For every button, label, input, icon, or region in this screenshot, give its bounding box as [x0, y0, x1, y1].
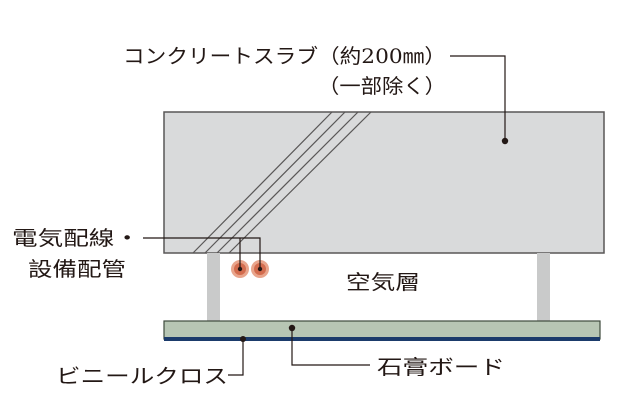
slab-leader-dot — [501, 137, 509, 145]
right-joist — [537, 253, 550, 321]
wiring-label-line1: 電気配線・ — [12, 226, 140, 250]
vinyl-cloth-layer — [164, 337, 600, 341]
gypsum-board-label: 石膏ボード — [377, 355, 505, 379]
wiring-leader-dot-right — [257, 266, 263, 272]
vinyl-cloth-leader-dot — [240, 336, 246, 342]
vinyl-cloth-label: ビニールクロス — [56, 364, 228, 388]
left-joist — [207, 253, 220, 321]
wiring-label-line2: 設備配管 — [28, 257, 126, 281]
gypsum-board-leader-dot — [288, 324, 296, 332]
concrete-slab — [163, 111, 605, 254]
slab-label-line1: コンクリートスラブ（約200㎜） — [123, 44, 446, 68]
air-layer-label: 空気層 — [346, 270, 420, 294]
slab-hatch — [192, 111, 372, 254]
wiring-leader — [143, 237, 261, 269]
gypsum-board — [163, 320, 601, 340]
vinyl-cloth-leader — [228, 339, 244, 376]
slab-label-line2: （一部除く） — [318, 74, 446, 98]
slab-leader — [450, 55, 506, 141]
wiring-leader-dot-left — [237, 266, 243, 272]
gypsum-board-leader — [291, 328, 370, 366]
